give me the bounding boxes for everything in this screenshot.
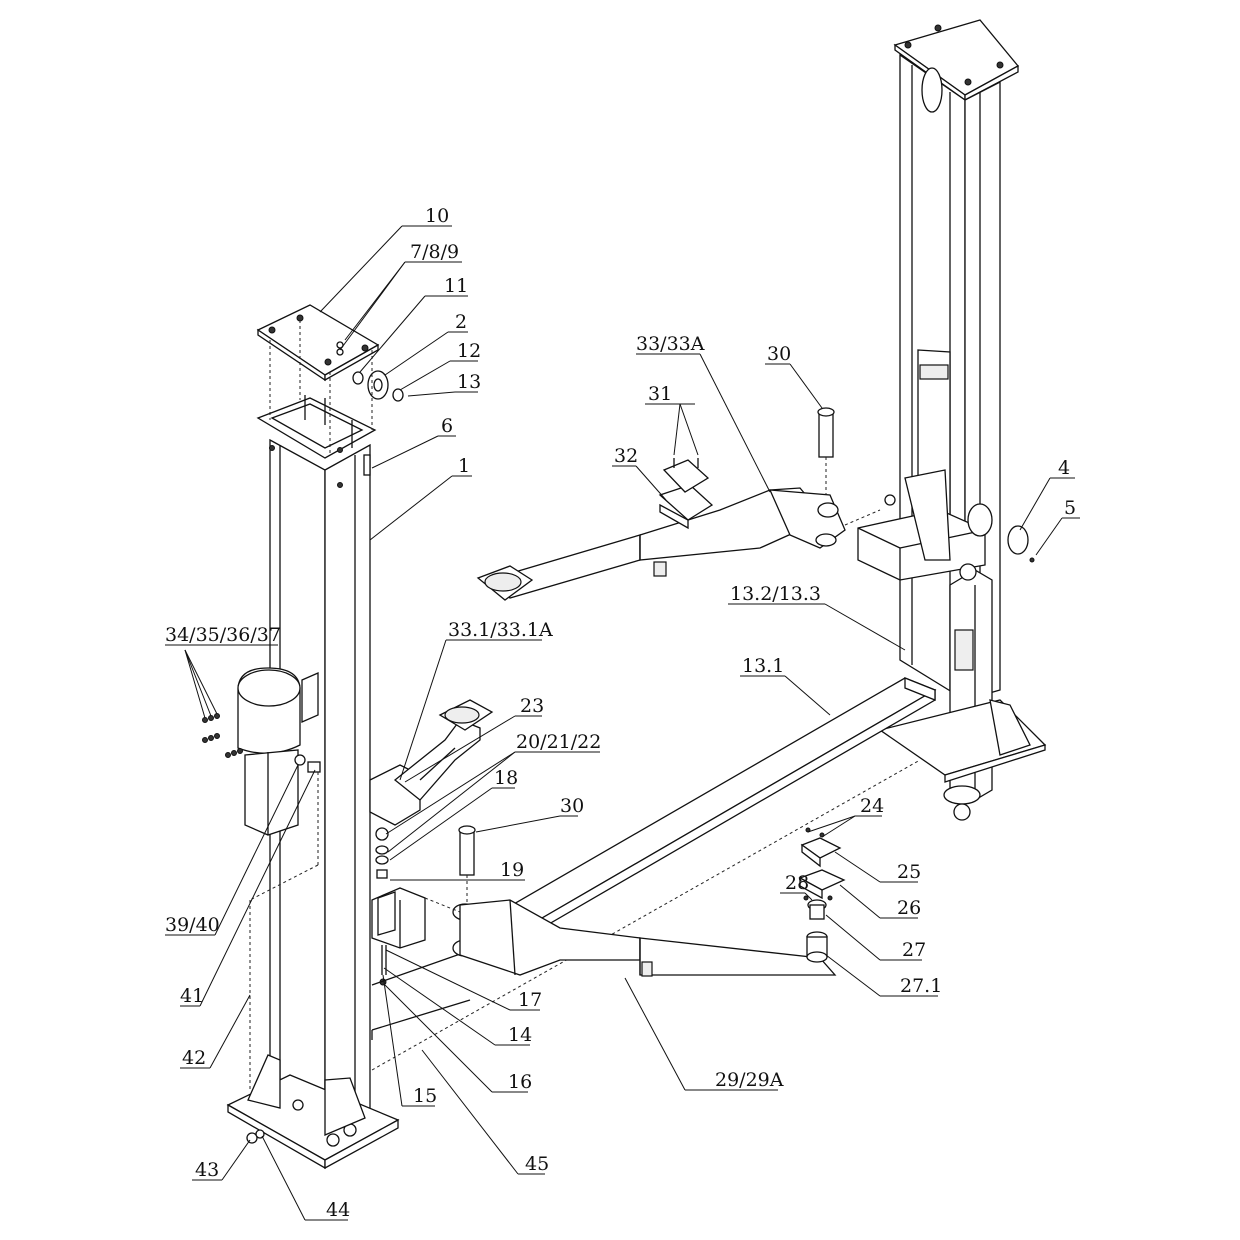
label-45: 45 bbox=[525, 1153, 549, 1175]
label-12: 12 bbox=[457, 340, 481, 362]
label-33-33a: 33/33A bbox=[636, 333, 705, 355]
label-13-2-13-3: 13.2/13.3 bbox=[730, 583, 821, 605]
label-27: 27 bbox=[902, 939, 926, 961]
left-carriage bbox=[369, 699, 501, 1040]
label-42: 42 bbox=[182, 1047, 206, 1069]
label-6: 6 bbox=[441, 415, 453, 437]
motor-unit bbox=[202, 667, 321, 1090]
label-5: 5 bbox=[1064, 497, 1076, 519]
label-13: 13 bbox=[457, 371, 481, 393]
arm-33 bbox=[476, 458, 881, 601]
label-31: 31 bbox=[648, 383, 672, 405]
label-10: 10 bbox=[425, 205, 449, 227]
label-43: 43 bbox=[195, 1159, 219, 1181]
label-29-29a: 29/29A bbox=[715, 1069, 784, 1091]
label-7-8-9: 7/8/9 bbox=[410, 241, 459, 263]
pin-30-bottom bbox=[458, 825, 476, 905]
label-28: 28 bbox=[785, 872, 809, 894]
label-2: 2 bbox=[455, 311, 467, 333]
label-41: 41 bbox=[180, 985, 204, 1007]
label-4: 4 bbox=[1058, 457, 1070, 479]
label-14: 14 bbox=[508, 1024, 532, 1046]
label-20-21-22: 20/21/22 bbox=[516, 731, 601, 753]
label-13-1: 13.1 bbox=[742, 655, 784, 677]
label-18: 18 bbox=[494, 767, 518, 789]
label-17: 17 bbox=[518, 989, 542, 1011]
label-44: 44 bbox=[326, 1199, 350, 1221]
label-30-bottom: 30 bbox=[560, 795, 584, 817]
label-27-1: 27.1 bbox=[900, 975, 942, 997]
label-16: 16 bbox=[508, 1071, 532, 1093]
label-25: 25 bbox=[897, 861, 921, 883]
label-24: 24 bbox=[860, 795, 884, 817]
label-11: 11 bbox=[444, 275, 468, 297]
label-34-37: 34/35/36/37 bbox=[165, 624, 281, 646]
label-23: 23 bbox=[520, 695, 544, 717]
label-1: 1 bbox=[458, 455, 470, 477]
part-labels: 10 7/8/9 11 2 12 13 6 1 33/33A 30 31 32 … bbox=[165, 205, 1076, 1221]
label-26: 26 bbox=[897, 897, 921, 919]
leader-lines bbox=[165, 225, 1080, 1221]
label-33-1-33-1a: 33.1/33.1A bbox=[448, 619, 553, 641]
label-39-40: 39/40 bbox=[165, 914, 220, 936]
pad-stack bbox=[798, 827, 846, 963]
label-19: 19 bbox=[500, 859, 524, 881]
right-post bbox=[857, 19, 1047, 821]
label-15: 15 bbox=[413, 1085, 437, 1107]
label-32: 32 bbox=[614, 445, 638, 467]
pin-30-top bbox=[817, 407, 835, 495]
label-30-top: 30 bbox=[767, 343, 791, 365]
arm-29 bbox=[424, 897, 837, 977]
